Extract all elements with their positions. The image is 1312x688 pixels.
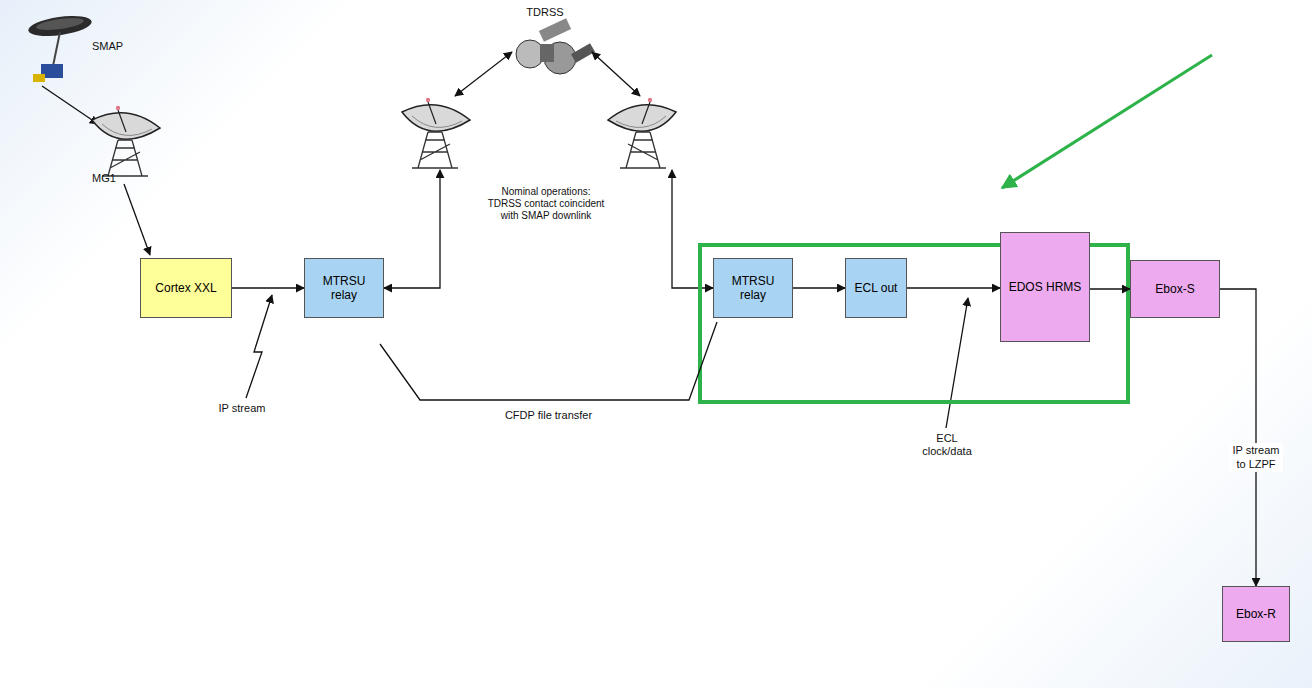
connector-arrow [1090,288,1130,289]
space-link [592,52,640,96]
satellite-dish [516,40,544,68]
antenna-feed-arrow [124,184,150,255]
annotation-label: IP stream [218,402,266,415]
smap-spacecraft [27,13,93,82]
connector-arrow [907,287,1000,288]
ground-antenna [92,106,160,176]
box-label: Ebox-R [1236,607,1276,621]
downlink-arrow [42,86,98,124]
ground-antenna [402,98,470,168]
solar-panel [539,18,571,42]
connector-arrow [1220,289,1256,586]
connector-label: CFDP file transfer [503,408,594,423]
process-box: EDOS HRMS [1000,232,1090,342]
tdrss-satellite [516,18,595,74]
smap-reflector [36,16,85,33]
connector-arrow [793,287,845,288]
annotation-label: Nominal operations: TDRSS contact coinci… [484,186,608,222]
smap-boom [53,32,60,66]
box-label: MTRSU relay [311,274,377,303]
process-box: ECL out [845,258,907,318]
process-box: MTRSU relay [304,258,384,318]
ground-antenna [608,98,676,168]
box-label: ECL out [855,281,898,295]
smap-panel [33,74,45,82]
connector-arrow [232,287,304,288]
highlight-arrow [1002,55,1212,188]
antenna-wire [384,170,440,288]
process-box: Ebox-R [1222,586,1290,642]
box-label: Cortex XXL [155,281,216,295]
process-box: Cortex XXL [140,258,232,318]
process-box: Ebox-S [1130,260,1220,318]
process-box: MTRSU relay [713,258,793,318]
annotation-label: TDRSS [520,6,570,19]
annotation-label: ECL clock/data [914,432,980,458]
connector-arrow [380,322,717,400]
connector-label: IP stream to LZPF [1229,443,1283,471]
box-label: MTRSU relay [720,274,786,303]
box-label: EDOS HRMS [1009,280,1082,294]
leader-line [946,298,968,428]
space-link [455,52,512,96]
solar-panel [571,43,595,63]
satellite-bus [540,44,554,62]
antenna-wire [672,170,713,288]
annotation-label: SMAP [92,40,142,53]
box-label: Ebox-S [1155,282,1194,296]
annotation-label: MG1 [92,172,122,185]
leader-line [246,295,272,398]
